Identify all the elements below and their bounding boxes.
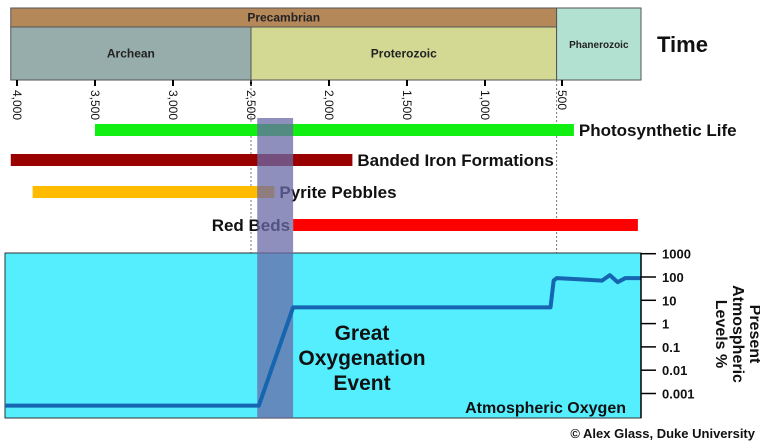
oxygen-panel <box>4 252 642 419</box>
era-label: Archean <box>107 47 155 61</box>
era-proterozoic <box>250 26 558 81</box>
chart-title: Time <box>657 32 708 57</box>
event-label: Great <box>335 322 390 345</box>
y-tick-label: 100 <box>662 270 684 285</box>
x-tick-label: 500 <box>555 90 569 110</box>
era-label: Precambrian <box>247 11 320 25</box>
y-tick-label: 0.1 <box>662 340 680 355</box>
bar-label: Pyrite Pebbles <box>279 183 396 202</box>
y-tick-label: 1 <box>662 317 669 332</box>
oxygen-curve <box>5 273 641 408</box>
bar-label: Banded Iron Formations <box>357 151 553 170</box>
y-tick-label: 10 <box>662 293 676 308</box>
event-label: Oxygenation <box>298 347 425 370</box>
event-label: Event <box>333 372 390 395</box>
bar-photosynthetic-life <box>95 124 574 136</box>
x-tick-label: 2,000 <box>322 90 336 120</box>
great-oxygenation-event-band <box>257 118 294 418</box>
y-axis-label: PresentAtmosphericLevels % <box>712 285 760 383</box>
credit: © Alex Glass, Duke University <box>570 426 755 441</box>
era-label: Phanerozoic <box>569 40 629 51</box>
bar-banded-iron-formations <box>10 154 353 166</box>
x-tick-label: 3,000 <box>166 90 180 120</box>
x-tick-label: 1,000 <box>478 90 492 120</box>
y-tick-label: 0.001 <box>662 387 695 402</box>
bar-pyrite-pebbles <box>32 186 275 198</box>
y-tick-label: 1000 <box>662 247 691 262</box>
x-tick-label: 1,500 <box>400 90 414 120</box>
era-phanerozoic <box>556 7 642 81</box>
era-archean <box>10 26 252 81</box>
bar-label: Photosynthetic Life <box>579 121 737 140</box>
oxygen-label: Atmospheric Oxygen <box>465 400 626 417</box>
era-label: Proterozoic <box>371 47 437 61</box>
bar-red-beds <box>293 219 638 231</box>
x-tick-label: 4,000 <box>10 90 24 120</box>
x-tick-label: 3,500 <box>88 90 102 120</box>
y-tick-label: 0.01 <box>662 363 687 378</box>
